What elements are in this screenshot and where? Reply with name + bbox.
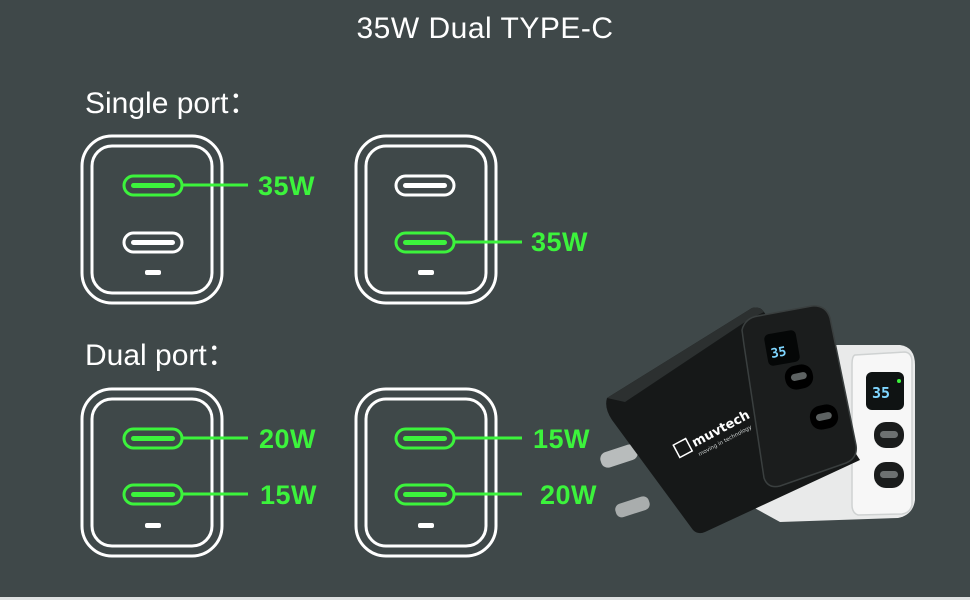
- plug-pin: [600, 444, 638, 468]
- single-port-heading: Single port：: [85, 87, 259, 120]
- led-indicator: [145, 523, 161, 528]
- product-photo: 35 35 muvtech: [600, 305, 915, 534]
- dual-b-top-power-label: 15W: [533, 424, 591, 454]
- display-screen: [764, 330, 800, 366]
- usbc-port-idle: [394, 174, 456, 197]
- dual-a-bottom-power-label: 15W: [260, 480, 318, 510]
- charger-icon-dual-a: [80, 387, 248, 558]
- led-indicator: [145, 270, 161, 275]
- display-screen: [866, 372, 904, 410]
- charger-icon-single-b: [354, 134, 522, 305]
- usbc-port-idle: [122, 231, 184, 254]
- display-readout: 35: [770, 344, 788, 361]
- plug-pin: [615, 496, 650, 518]
- led-indicator: [418, 523, 434, 528]
- dual-a-top-power-label: 20W: [259, 424, 317, 454]
- bottom-divider: [0, 597, 970, 600]
- dual-port-heading: Dual port：: [85, 339, 237, 372]
- display-readout: 35: [872, 384, 890, 402]
- dual-b-bottom-power-label: 20W: [540, 480, 598, 510]
- page-title: 35W Dual TYPE-C: [356, 12, 614, 45]
- black-charger: 35 muvtech moving in technology: [600, 305, 860, 534]
- charger-icon-dual-b: [354, 387, 522, 558]
- charger-icon-single-a: [80, 134, 248, 305]
- single-a-power-label: 35W: [258, 171, 316, 201]
- single-b-power-label: 35W: [531, 227, 589, 257]
- led-indicator: [418, 270, 434, 275]
